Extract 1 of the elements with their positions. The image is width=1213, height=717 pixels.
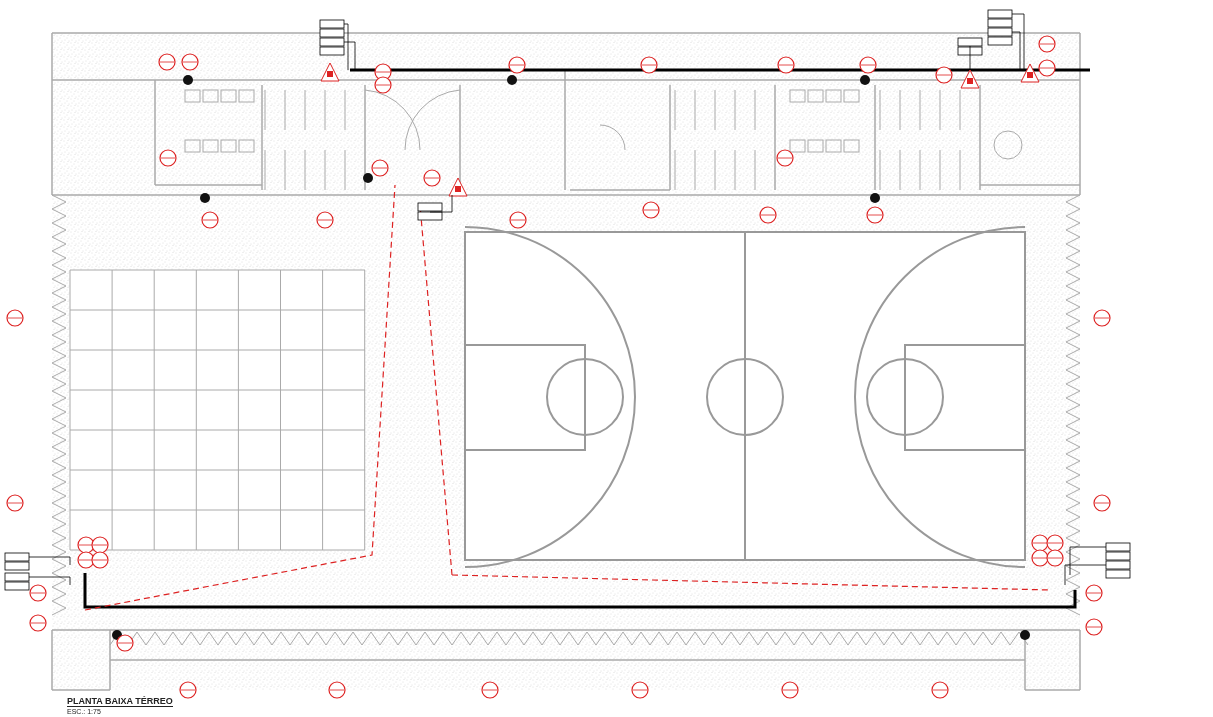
- drawing-title: PLANTA BAIXA TÉRREO: [67, 696, 173, 707]
